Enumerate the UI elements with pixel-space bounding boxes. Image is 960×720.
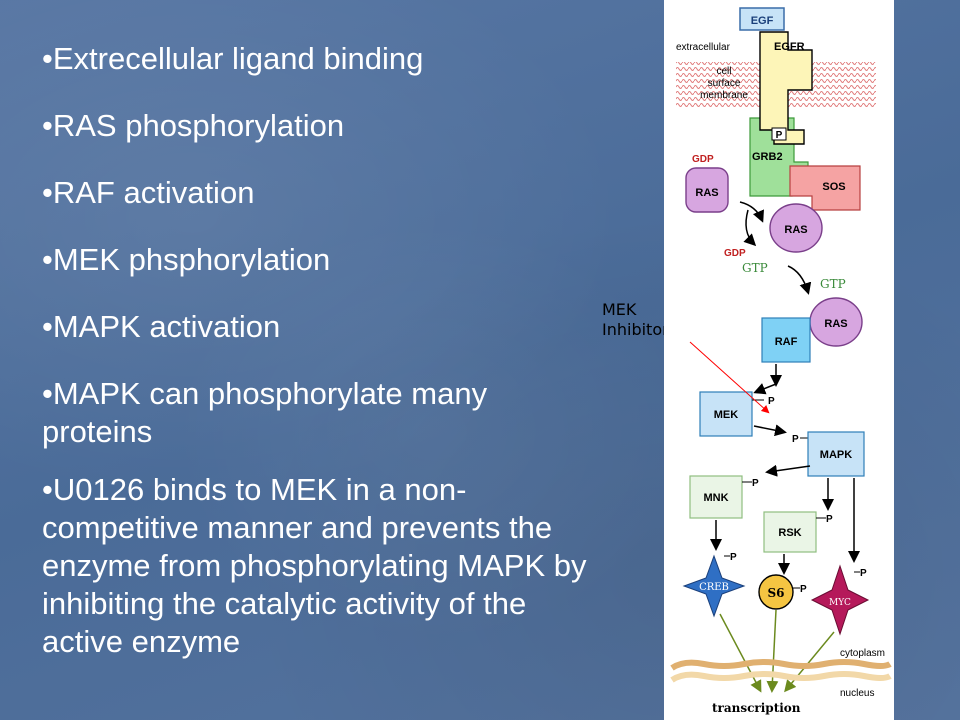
rsk-p-label: P bbox=[826, 514, 833, 525]
creb-shape bbox=[682, 554, 746, 618]
gdp-top-label: GDP bbox=[692, 154, 714, 165]
ras-to-sos-arrow bbox=[739, 201, 764, 223]
mapk-to-mnk-arrow bbox=[765, 464, 811, 477]
mek-label: MEK bbox=[714, 409, 739, 421]
ras-gdp-label: RAS bbox=[695, 187, 718, 199]
egf-label: EGF bbox=[751, 15, 774, 27]
ras-mid-circle bbox=[769, 203, 823, 253]
myc-p-label: P bbox=[860, 568, 867, 579]
rsk-box bbox=[763, 511, 817, 553]
gdp-mid-label: GDP bbox=[724, 248, 746, 259]
nucleus-label: nucleus bbox=[840, 688, 874, 699]
mek-box bbox=[699, 391, 753, 437]
membrane-label-1: cell bbox=[716, 66, 731, 77]
mapk-label: MAPK bbox=[820, 449, 852, 461]
nuclear-membrane-top bbox=[670, 659, 892, 671]
creb-p-label: P bbox=[730, 552, 737, 563]
membrane-label-2: surface bbox=[708, 78, 741, 89]
rsk-label: RSK bbox=[778, 527, 801, 539]
egf-box bbox=[739, 7, 785, 31]
raf-mek-arrow-2 bbox=[753, 383, 777, 395]
s6-p-label: P bbox=[800, 584, 807, 595]
raf-box bbox=[761, 317, 811, 363]
egfr-p-label: P bbox=[776, 130, 783, 141]
sos-label: SOS bbox=[822, 181, 845, 193]
annotation-line-2: Inhibitor bbox=[602, 320, 669, 339]
gdp-release-arrow bbox=[743, 209, 757, 247]
gtp-left-label: GTP bbox=[742, 261, 768, 275]
annotation-line-1: MEK bbox=[602, 300, 637, 319]
transcription-label: transcription bbox=[712, 701, 801, 715]
cytoplasm-label: cytoplasm bbox=[840, 648, 885, 659]
mek-p-label: P bbox=[768, 396, 775, 407]
nuclear-membrane-bottom bbox=[670, 671, 892, 683]
s6-circle bbox=[758, 574, 794, 610]
ras-gtp-label: RAS bbox=[824, 318, 847, 330]
ras-mid-label: RAS bbox=[784, 224, 807, 236]
bullet-mapk-phosphorylates: •MAPK can phosphorylate many proteins bbox=[42, 376, 488, 449]
mnk-p-label: P bbox=[752, 478, 759, 489]
s6-label: S6 bbox=[767, 586, 784, 600]
myc-label: MYC bbox=[829, 598, 851, 608]
gtp-right-label: GTP bbox=[820, 277, 846, 291]
pathway-svg: EGF extracellular GRB2 EGFR cell surface… bbox=[670, 7, 892, 715]
grb2-label: GRB2 bbox=[752, 151, 783, 163]
mnk-box bbox=[689, 475, 743, 519]
bullet-mapk-activation: •MAPK activation bbox=[42, 309, 281, 344]
egfr-label: EGFR bbox=[774, 41, 805, 53]
inhibitor-arrow-line bbox=[689, 341, 770, 414]
mapk-p-label: P bbox=[792, 434, 799, 445]
membrane-label-3: membrane bbox=[700, 90, 748, 101]
bullet-list: •Extrecellular ligand binding •RAS phosp… bbox=[42, 40, 602, 681]
gtp-binding-arrow bbox=[787, 265, 812, 295]
mnk-label: MNK bbox=[703, 492, 728, 504]
bullet-ligand-binding: •Extrecellular ligand binding bbox=[42, 41, 424, 76]
bullet-ras-phosphorylation: •RAS phosphorylation bbox=[42, 108, 345, 143]
mek-to-mapk-arrow bbox=[753, 424, 787, 437]
extracellular-label: extracellular bbox=[676, 42, 731, 53]
bullet-raf-activation: •RAF activation bbox=[42, 175, 255, 210]
creb-label: CREB bbox=[699, 582, 729, 593]
raf-label: RAF bbox=[775, 336, 798, 348]
bullet-mek-phosphorylation: •MEK phsphorylation bbox=[42, 242, 331, 277]
egfr-p-box bbox=[771, 127, 787, 141]
mek-inhibitor-label: MEK Inhibitor bbox=[602, 300, 669, 340]
mapk-pathway-diagram: EGF extracellular GRB2 EGFR cell surface… bbox=[664, 0, 894, 720]
ras-gdp-box bbox=[685, 167, 729, 213]
bullet-u0126: •U0126 binds to MEK in a non-competitive… bbox=[42, 472, 587, 659]
mapk-box bbox=[807, 431, 865, 477]
myc-shape bbox=[810, 564, 870, 636]
